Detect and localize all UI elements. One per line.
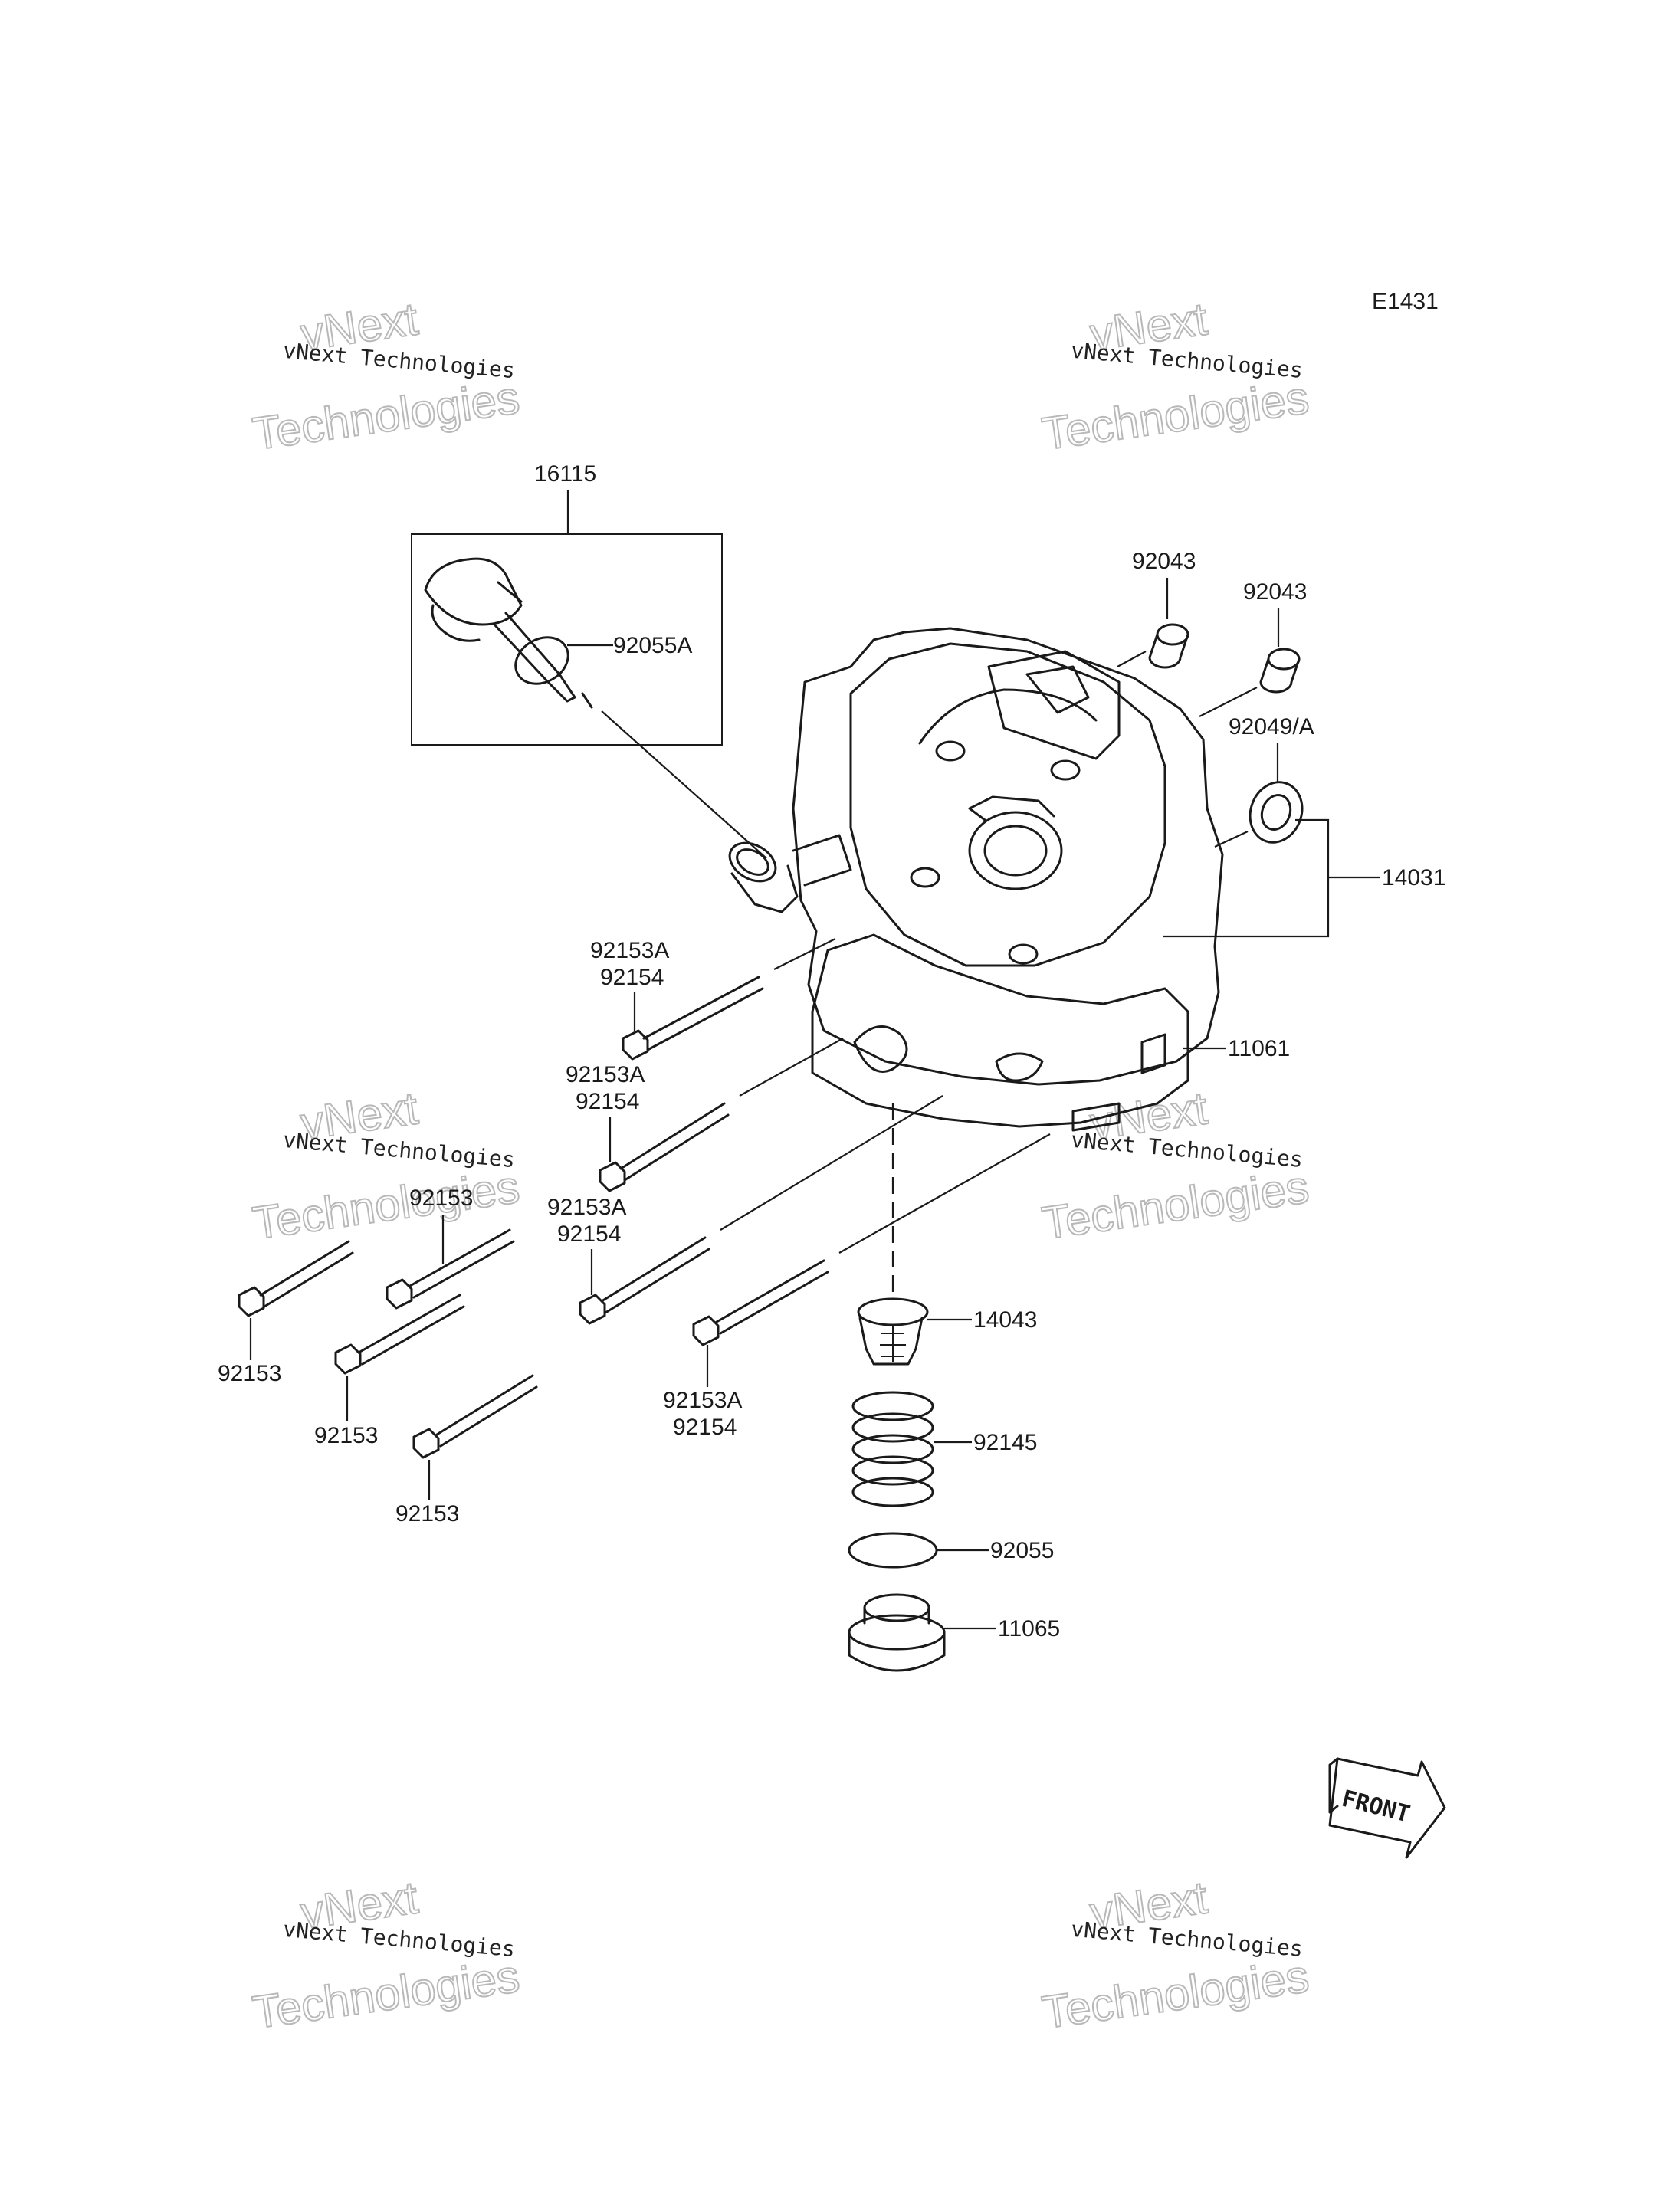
label-92154-2: 92154 bbox=[576, 1089, 639, 1114]
label-92154-1: 92154 bbox=[600, 965, 664, 990]
label-92055: 92055 bbox=[990, 1538, 1054, 1563]
oil-strainer-14043 bbox=[857, 1297, 929, 1366]
leader-92043-a-dash bbox=[1117, 651, 1147, 667]
label-92154-3: 92154 bbox=[557, 1221, 621, 1247]
dowel-pin-92043-b bbox=[1259, 648, 1301, 694]
label-92055A: 92055A bbox=[613, 633, 692, 658]
bolt-92153-bot bbox=[412, 1374, 538, 1459]
label-92153A-1: 92153A bbox=[590, 938, 669, 963]
label-92153-bot: 92153 bbox=[395, 1501, 459, 1526]
label-92043-b: 92043 bbox=[1243, 579, 1307, 605]
o-ring-92055 bbox=[848, 1532, 938, 1569]
label-92153A-3: 92153A bbox=[547, 1195, 626, 1220]
svg-text:Technologies: Technologies bbox=[1039, 1950, 1312, 2038]
bolt-92153-top bbox=[386, 1228, 515, 1310]
label-92043-a: 92043 bbox=[1132, 549, 1196, 574]
assembly-box-16115 bbox=[411, 533, 723, 746]
bracket-14031 bbox=[1163, 818, 1330, 938]
label-11061: 11061 bbox=[1228, 1036, 1290, 1061]
svg-text:Technologies: Technologies bbox=[1039, 1161, 1312, 1249]
bolt-92153A-3 bbox=[579, 1095, 943, 1325]
spring-92145 bbox=[851, 1391, 934, 1507]
front-label: FRONT bbox=[1339, 1785, 1413, 1828]
bolt-92153A-2 bbox=[599, 1038, 844, 1192]
label-11065: 11065 bbox=[998, 1616, 1060, 1641]
label-92153-mid: 92153 bbox=[314, 1423, 378, 1448]
svg-text:Technologies: Technologies bbox=[1039, 372, 1312, 460]
o-ring-92055A bbox=[514, 636, 569, 685]
bolt-92153A-4 bbox=[692, 1133, 1051, 1346]
leader-cap-to-cover bbox=[601, 710, 767, 859]
bolt-92153-mid bbox=[334, 1294, 465, 1375]
leader-92043-b-dash bbox=[1199, 687, 1258, 717]
svg-text:Technologies: Technologies bbox=[250, 1950, 523, 2038]
label-92153A-4: 92153A bbox=[663, 1388, 742, 1413]
front-arrow-icon: FRONT bbox=[1328, 1757, 1446, 1859]
svg-text:Technologies: Technologies bbox=[250, 1161, 523, 1249]
bolt-92153-left bbox=[238, 1240, 354, 1317]
dowel-pin-92043-a bbox=[1148, 623, 1189, 669]
label-92153A-2: 92153A bbox=[566, 1062, 645, 1087]
diagram-code: E1431 bbox=[1372, 289, 1439, 314]
oil-seal-92049A bbox=[1249, 781, 1304, 844]
svg-text:Technologies: Technologies bbox=[250, 372, 523, 460]
label-92154-4: 92154 bbox=[673, 1415, 737, 1440]
label-92049A: 92049/A bbox=[1229, 714, 1314, 739]
label-92145: 92145 bbox=[973, 1430, 1037, 1455]
label-92153-left: 92153 bbox=[218, 1361, 281, 1386]
drain-plug-11065 bbox=[848, 1593, 946, 1672]
label-92153-top: 92153 bbox=[409, 1185, 473, 1211]
label-14043: 14043 bbox=[973, 1307, 1037, 1333]
oil-filler-neck bbox=[728, 834, 852, 913]
bolt-92153A-1 bbox=[622, 938, 836, 1061]
leader-92049A-dash bbox=[1214, 831, 1249, 848]
label-16115: 16115 bbox=[534, 461, 596, 487]
label-14031: 14031 bbox=[1382, 865, 1445, 890]
crankcase-cover-11061 bbox=[792, 627, 1224, 1132]
oil-filler-cap bbox=[424, 557, 593, 709]
